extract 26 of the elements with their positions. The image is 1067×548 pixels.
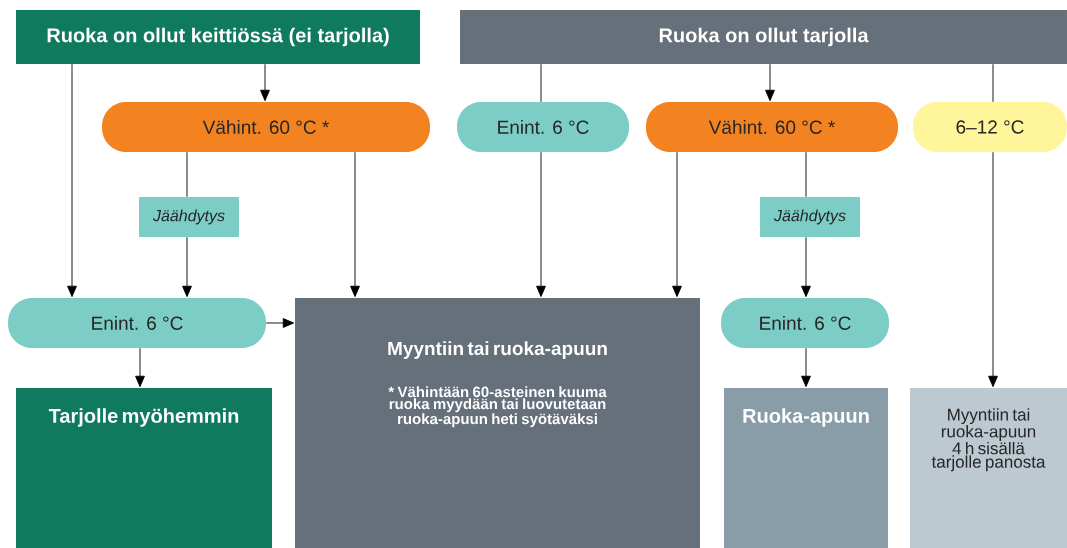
- temperature-pill: Vähint. 60 °C *: [102, 102, 430, 152]
- arrow: [536, 151, 546, 298]
- outcome-box: Myyntiin tai ruoka-apuun 4 h sisällä tarjolle panosta: [910, 388, 1067, 548]
- arrow: [765, 63, 775, 102]
- header-banner: Ruoka on ollut keittiössä (ei tarjolla): [16, 10, 420, 64]
- arrow: [350, 151, 360, 298]
- process-label: Jäähdytys: [139, 197, 239, 237]
- temperature-pill: Enint. 6 °C: [8, 298, 266, 348]
- arrow: [672, 151, 682, 298]
- process-label: Jäähdytys: [760, 197, 860, 237]
- arrow: [182, 236, 192, 298]
- outcome-box: Tarjolle myöhemmin: [16, 388, 272, 548]
- arrow: [135, 347, 145, 388]
- outcome-box: Ruoka-apuun: [724, 388, 888, 548]
- arrow: [265, 318, 295, 328]
- temperature-pill: Vähint. 60 °C *: [646, 102, 898, 152]
- header-banner: Ruoka on ollut tarjolla: [460, 10, 1067, 64]
- temperature-pill: Enint. 6 °C: [721, 298, 889, 348]
- arrow: [260, 63, 270, 102]
- temperature-pill: 6–12 °C: [913, 102, 1067, 152]
- arrow: [67, 63, 77, 298]
- arrow: [988, 151, 998, 388]
- temperature-pill: Enint. 6 °C: [457, 102, 629, 152]
- arrow: [801, 236, 811, 298]
- arrow: [801, 347, 811, 388]
- outcome-box: Myyntiin tai ruoka-apuun * Vähintään 60-asteinen kuuma ruoka myydään tai luovutetaan ruoka-apuun heti syötäväksi: [295, 298, 700, 548]
